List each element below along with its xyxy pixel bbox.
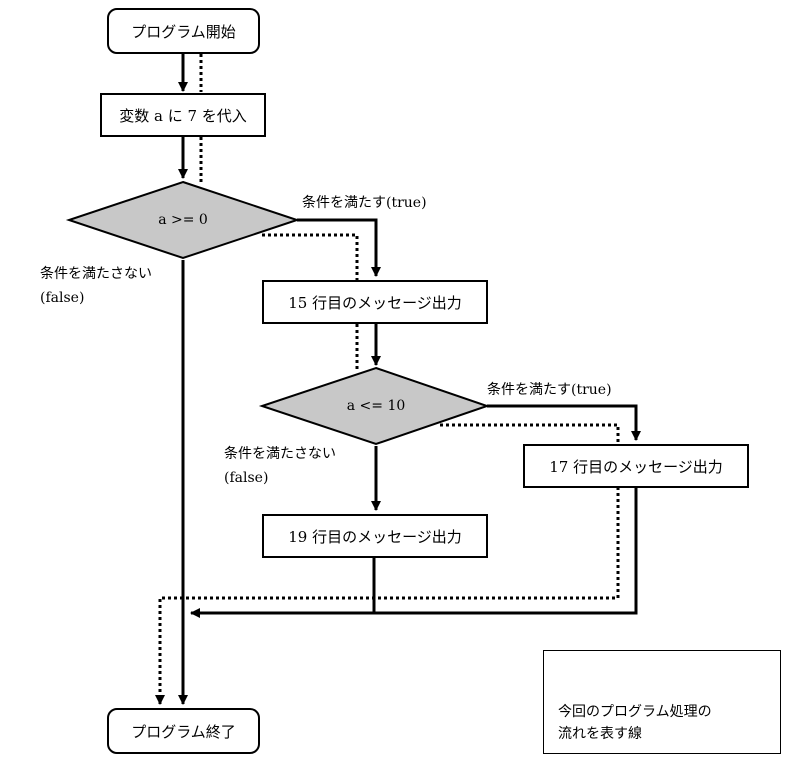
decision-diamond-a-le-10 [258,366,491,446]
dotted-program-flow [155,54,620,705]
print17-node: 17 行目のメッセージ出力 [523,444,749,488]
legend-description-line2: 流れを表す線 [558,726,642,742]
assign-node: 変数 a に 7 を代入 [100,93,266,137]
arrow-cond1-true [297,218,381,277]
print19-node: 19 行目のメッセージ出力 [262,514,488,558]
cond2-label: a <= 10 [346,398,406,414]
arrow-print17-merge [190,488,638,618]
legend-description: 今回のプログラム処理の 流れを表す線 [558,701,773,745]
cond2-false-label-line2: (false) [224,470,269,486]
solid-connectors [178,54,641,705]
cond2-true-label: 条件を満たす(true) [487,382,612,398]
legend-box: 今回のプログラム処理の 流れを表す線 [543,650,781,754]
cond2-false-label-line1: 条件を満たさない [224,446,336,462]
end-node: プログラム終了 [107,708,260,754]
cond1-true-label: 条件を満たす(true) [302,195,427,211]
cond1-false-label-line2: (false) [40,290,85,306]
legend-description-line1: 今回のプログラム処理の [558,704,712,720]
print15-node: 15 行目のメッセージ出力 [262,280,488,324]
cond1-label: a >= 0 [158,212,208,228]
cond1-false-label-line1: 条件を満たさない [40,266,152,282]
arrow-cond2-true [487,404,641,441]
decision-diamond-a-ge-0 [65,180,301,260]
start-node: プログラム開始 [107,8,260,54]
